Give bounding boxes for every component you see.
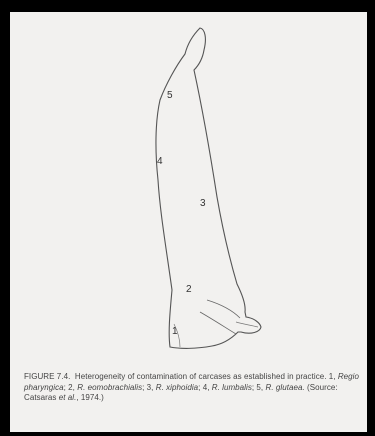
- carcase-contour-lower: [200, 312, 236, 334]
- region-label-3: 3: [200, 198, 206, 209]
- figure-caption: FIGURE 7.4. Heterogeneity of contaminati…: [24, 372, 364, 404]
- caption-region-5: R. glutaea.: [266, 383, 305, 392]
- caption-region-4: R. lumbalis: [212, 383, 252, 392]
- region-label-2: 2: [186, 284, 192, 295]
- caption-text: Heterogeneity of contamination of carcas…: [75, 372, 336, 381]
- carcase-contour-shank: [236, 322, 258, 327]
- caption-source-year: , 1974.): [76, 393, 104, 402]
- book-page: 5 4 3 2 1 FIGURE 7.4. Heterogeneity of c…: [10, 12, 367, 432]
- region-label-5: 5: [167, 90, 173, 101]
- caption-sep-2: ; 2,: [64, 383, 75, 392]
- figure-number: FIGURE 7.4.: [24, 372, 70, 381]
- caption-region-2: R. eomobrachialis: [77, 383, 142, 392]
- caption-sep-5: ; 5,: [252, 383, 263, 392]
- caption-region-3: R. xiphoidia: [156, 383, 198, 392]
- carcase-diagram: 5 4 3 2 1: [10, 12, 367, 352]
- caption-source-etal: et al.: [59, 393, 77, 402]
- caption-sep-3: ; 3,: [142, 383, 153, 392]
- carcase-contour-upper: [207, 300, 240, 318]
- region-label-1: 1: [172, 326, 178, 337]
- caption-sep-4: ; 4,: [198, 383, 209, 392]
- region-label-4: 4: [157, 156, 163, 167]
